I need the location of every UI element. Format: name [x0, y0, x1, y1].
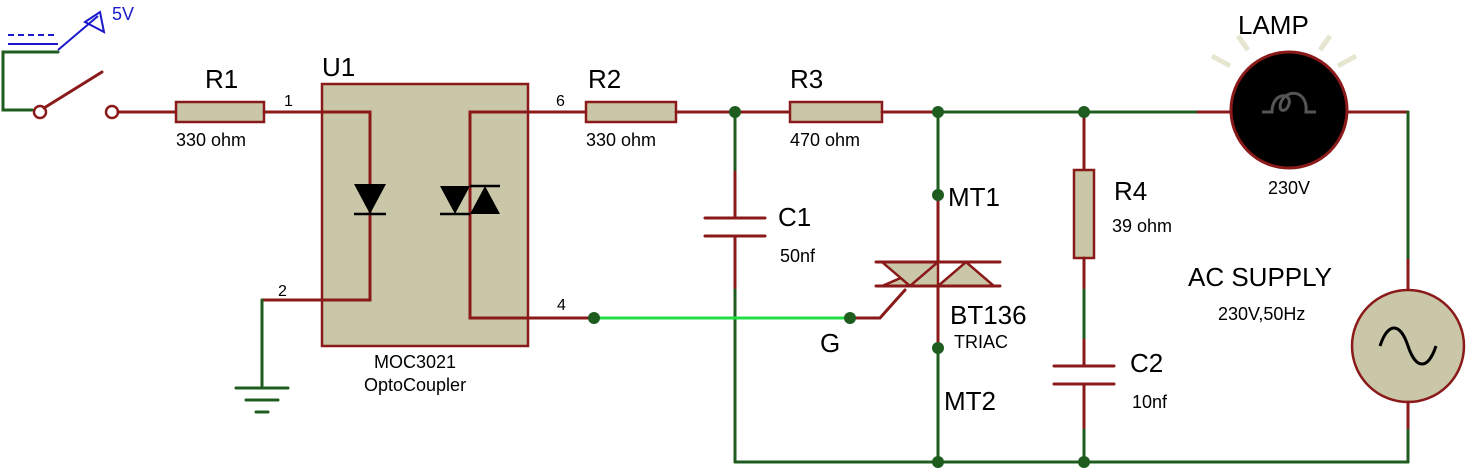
r2-ref: R2 [588, 64, 621, 94]
r1-resistor[interactable] [174, 100, 266, 124]
u1-part: MOC3021 [374, 352, 456, 372]
triac-mt2: MT2 [944, 386, 996, 416]
c1-value: 50nf [780, 246, 816, 266]
r3-ref: R3 [790, 64, 823, 94]
u1-optocoupler[interactable] [320, 82, 530, 348]
r2-value: 330 ohm [586, 130, 656, 150]
supply-ref: AC SUPPLY [1188, 262, 1332, 292]
u1-ref: U1 [322, 52, 355, 82]
c1-ref: C1 [778, 202, 811, 232]
r2-resistor[interactable] [584, 100, 678, 124]
u1-pin2: 2 [278, 283, 287, 300]
switch[interactable] [32, 70, 120, 120]
ground-symbol [234, 386, 290, 414]
triac-bt136[interactable] [874, 260, 1002, 288]
u1-pin1: 1 [284, 93, 293, 110]
triac-mt1: MT1 [948, 182, 1000, 212]
power-source-5v: 5V [8, 4, 134, 51]
lamp-value: 230V [1268, 178, 1310, 198]
r4-value: 39 ohm [1112, 216, 1172, 236]
r4-ref: R4 [1114, 176, 1147, 206]
u1-pin4: 4 [557, 297, 566, 314]
ac-supply-source[interactable] [1350, 288, 1466, 404]
gate-lead [848, 288, 907, 320]
r1-ref: R1 [205, 64, 238, 94]
lamp-ref: LAMP [1238, 10, 1309, 40]
c2-ref: C2 [1130, 348, 1163, 378]
r4-resistor[interactable] [1072, 168, 1096, 260]
source-label: 5V [112, 4, 134, 24]
lamp-glow [1210, 34, 1358, 69]
triac-part: BT136 [950, 300, 1027, 330]
triac-gate-label: G [820, 328, 840, 358]
u1-desc: OptoCoupler [364, 375, 466, 395]
r3-value: 470 ohm [790, 130, 860, 150]
c2-value: 10nf [1132, 392, 1168, 412]
u1-pin6: 6 [556, 93, 565, 110]
r3-resistor[interactable] [788, 100, 884, 124]
junctions [588, 106, 1090, 468]
lamp-bulb[interactable] [1229, 50, 1349, 170]
triac-desc: TRIAC [954, 332, 1008, 352]
supply-value: 230V,50Hz [1218, 304, 1305, 324]
source-wire [1, 50, 60, 112]
r1-value: 330 ohm [176, 130, 246, 150]
